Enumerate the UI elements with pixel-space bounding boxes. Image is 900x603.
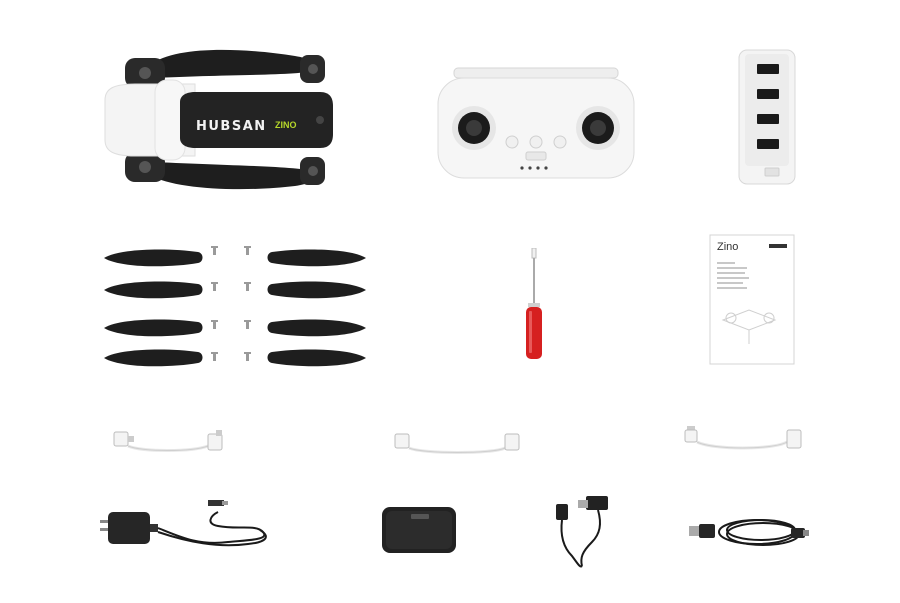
spare-propellers [100,244,370,374]
manual-title: Zino [717,241,739,253]
screws [210,246,260,366]
screwdriver [519,248,549,363]
drone: HUBSAN ZINO [95,40,345,200]
usb-cable [687,512,812,552]
drone-model-label: ZINO [275,120,297,130]
connector-cable [552,494,614,574]
micro-usb-cable [393,428,523,456]
charging-hub [381,506,457,554]
usb-c-cable [112,426,228,456]
user-manual: Zino [709,234,795,366]
battery [735,48,805,188]
power-adapter [98,496,273,556]
drone-brand-label: HUBSAN [196,119,267,134]
lightning-cable [683,422,803,456]
remote-controller [436,66,636,182]
